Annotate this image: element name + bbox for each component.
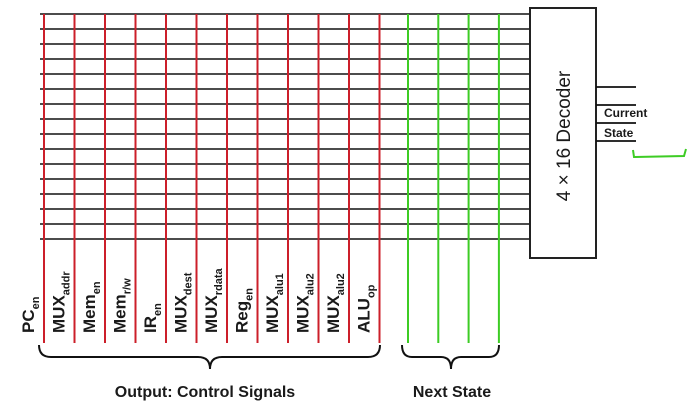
signal-label-base: MUX [294, 295, 313, 333]
signal-label-subscript: alu2 [305, 273, 317, 295]
signal-label-base: MUX [172, 295, 191, 333]
signal-label-subscript: en [91, 281, 103, 294]
signal-label: Memr/w [111, 278, 134, 333]
signal-label: MUXaddr [50, 271, 73, 333]
signal-label-base: Reg [233, 301, 252, 333]
signal-label-subscript: en [152, 303, 164, 316]
product-rows [40, 13, 530, 240]
signal-label: Memen [80, 281, 103, 333]
signal-label-base: ALU [355, 298, 374, 333]
signal-label: MUXalu2 [324, 273, 347, 333]
signal-label: Regen [233, 288, 256, 333]
decoder: 4 × 16 Decoder [529, 7, 597, 259]
signal-label-base: MUX [50, 295, 69, 333]
signal-label: MUXrdata [202, 267, 225, 333]
signal-label-base: Mem [80, 294, 99, 333]
outputs-caption: Output: Control Signals [115, 384, 296, 401]
signal-label-base: Mem [111, 294, 130, 333]
signal-label-subscript: en [244, 288, 256, 301]
decoder-label: 4 × 16 Decoder [554, 70, 575, 201]
signal-label-base: PC [19, 309, 38, 333]
signal-label-subscript: op [366, 284, 378, 298]
signal-label-subscript: alu2 [335, 273, 347, 295]
signal-label: PCen [19, 296, 42, 333]
decoder-box [529, 7, 597, 259]
current-state-label-line1: Current [604, 106, 647, 120]
current-state-label-line2: State [604, 126, 634, 140]
current-state-inputs [596, 86, 687, 159]
signal-label-subscript: en [30, 296, 42, 309]
output-brace [38, 344, 381, 370]
signal-label: MUXdest [172, 272, 195, 333]
signal-label-subscript: rdata [213, 267, 225, 295]
signal-label: ALUop [355, 284, 378, 333]
signal-label: MUXalu1 [263, 273, 286, 333]
signal-label-subscript: alu1 [274, 273, 286, 295]
signal-label-base: MUX [324, 295, 343, 333]
signal-label-base: MUX [202, 295, 221, 333]
signal-lines [43, 14, 500, 343]
current-state-bracket [632, 148, 687, 159]
signal-label-subscript: r/w [122, 278, 134, 294]
signal-label: IRen [141, 303, 164, 333]
signal-label-base: MUX [263, 295, 282, 333]
signal-label: MUXalu2 [294, 273, 317, 333]
next-state-brace [401, 344, 500, 370]
signal-label-subscript: dest [183, 272, 195, 295]
signal-label-base: IR [141, 316, 160, 333]
next-state-caption: Next State [413, 384, 491, 401]
signal-label-subscript: addr [61, 271, 73, 296]
